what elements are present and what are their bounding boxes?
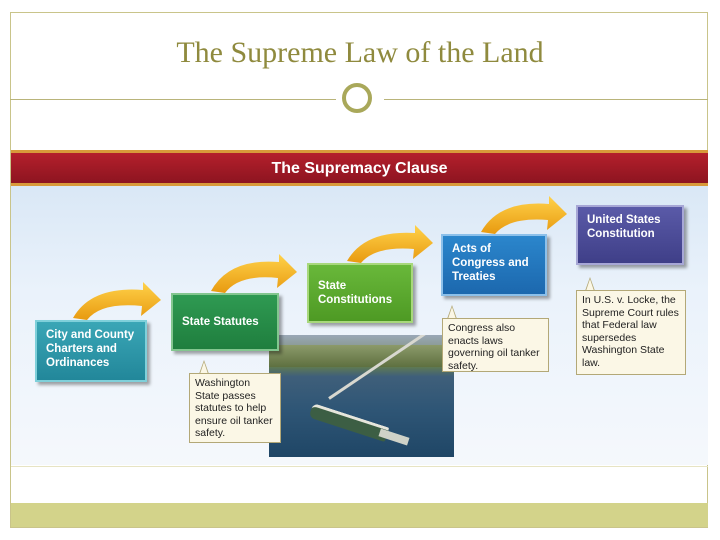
arrow-icon: [73, 282, 161, 320]
diagram-banner-title: The Supremacy Clause: [271, 160, 448, 177]
oil-tanker-photo: [269, 335, 454, 457]
step-us-constitution: United States Constitution: [576, 205, 684, 265]
title-divider-left: [10, 99, 336, 100]
arrow-icon: [347, 225, 433, 263]
footer-divider: [11, 466, 708, 467]
callout-pointer: [199, 360, 209, 374]
arrow-icon: [481, 196, 567, 234]
callout-pointer: [585, 277, 595, 291]
step-state-constitutions: State Constitutions: [307, 263, 413, 323]
callout-pointer: [447, 305, 457, 319]
slide-title: The Supreme Law of the Land: [176, 36, 544, 69]
step-state-statutes: State Statutes: [171, 293, 279, 351]
step-city-county: City and County Charters and Ordinances: [35, 320, 147, 382]
note-washington-statutes: Washington State passes statutes to help…: [189, 373, 281, 443]
supremacy-clause-diagram: The Supremacy Clause City and County Cha…: [11, 150, 708, 465]
circle-ornament-icon: [342, 83, 372, 113]
title-divider-right: [384, 99, 708, 100]
note-congress-laws: Congress also enacts laws governing oil …: [442, 318, 549, 372]
diagram-banner: The Supremacy Clause: [11, 150, 708, 186]
footer-bar: [11, 503, 708, 527]
progression-arrows: [73, 196, 567, 320]
note-us-v-locke: In U.S. v. Locke, the Supreme Court rule…: [576, 290, 686, 375]
step-acts-of-congress: Acts of Congress and Treaties: [441, 234, 547, 296]
arrow-icon: [211, 254, 297, 293]
